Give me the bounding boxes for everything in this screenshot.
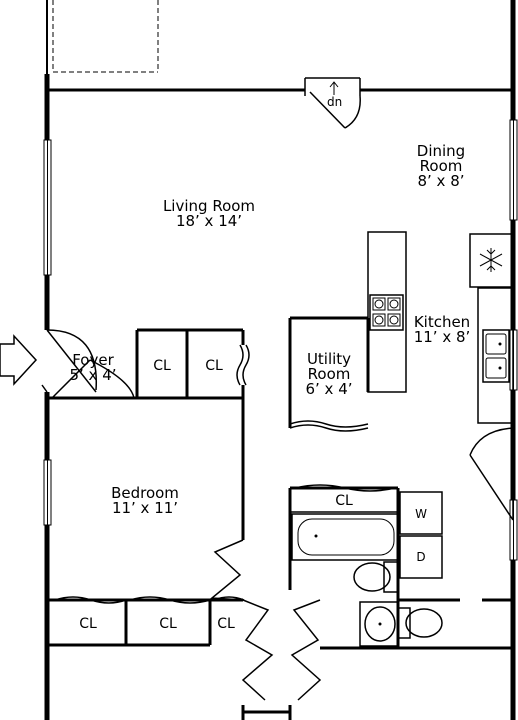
kitchen-sink-icon bbox=[482, 329, 510, 383]
appliance-labels: W D bbox=[415, 507, 427, 564]
living-room-name: Living Room bbox=[163, 197, 255, 215]
dryer-label: D bbox=[416, 550, 425, 564]
foyer-size: 5’ x 4’ bbox=[69, 366, 116, 384]
dining-room-name-2: Room bbox=[420, 157, 463, 175]
bathroom-walls bbox=[288, 484, 513, 648]
refrigerator-snowflake-icon bbox=[479, 248, 503, 272]
side-door bbox=[469, 425, 514, 521]
closet-label: CL bbox=[335, 493, 353, 509]
exterior-walls bbox=[44, 0, 516, 720]
bedroom-name: Bedroom bbox=[111, 484, 179, 502]
foyer-name: Foyer bbox=[72, 351, 114, 369]
toilet-icon-2 bbox=[397, 607, 443, 639]
kitchen-size: 11’ x 8’ bbox=[414, 328, 471, 346]
room-labels: Living Room 18’ x 14’ Dining Room 8’ x 8… bbox=[69, 142, 470, 517]
hall-doors bbox=[241, 599, 513, 720]
bedroom-size: 11’ x 11’ bbox=[112, 499, 178, 517]
laundry-appliances bbox=[399, 491, 443, 579]
utility-room-size: 6’ x 4’ bbox=[305, 380, 352, 398]
foyer-walls bbox=[47, 328, 250, 400]
kitchen-counters bbox=[367, 231, 514, 424]
dashed-outline bbox=[52, 0, 159, 73]
living-room-size: 18’ x 14’ bbox=[176, 212, 242, 230]
stair-label: dn bbox=[327, 95, 342, 109]
entry-door bbox=[41, 329, 98, 393]
washer-label: W bbox=[415, 507, 427, 521]
utility-room-name: Utility bbox=[307, 350, 351, 368]
closet-label: CL bbox=[79, 616, 97, 632]
bathtub-icon bbox=[291, 513, 399, 561]
stair-door: dn bbox=[304, 77, 361, 129]
bedroom-walls bbox=[47, 398, 245, 647]
closet-labels: CL CL CL CL CL CL bbox=[79, 358, 353, 632]
closet-label: CL bbox=[217, 616, 235, 632]
bathroom-sink-icon bbox=[359, 601, 399, 647]
closet-label: CL bbox=[153, 358, 171, 374]
kitchen-name: Kitchen bbox=[414, 313, 470, 331]
utility-room-name-2: Room bbox=[308, 365, 351, 383]
dining-room-size: 8’ x 8’ bbox=[417, 172, 464, 190]
closet-label: CL bbox=[205, 358, 223, 374]
closet-label: CL bbox=[159, 616, 177, 632]
dining-room-name: Dining bbox=[417, 142, 465, 160]
toilet-icon bbox=[353, 561, 399, 593]
entry-arrow-icon bbox=[0, 334, 38, 386]
stove-icon bbox=[369, 294, 404, 331]
